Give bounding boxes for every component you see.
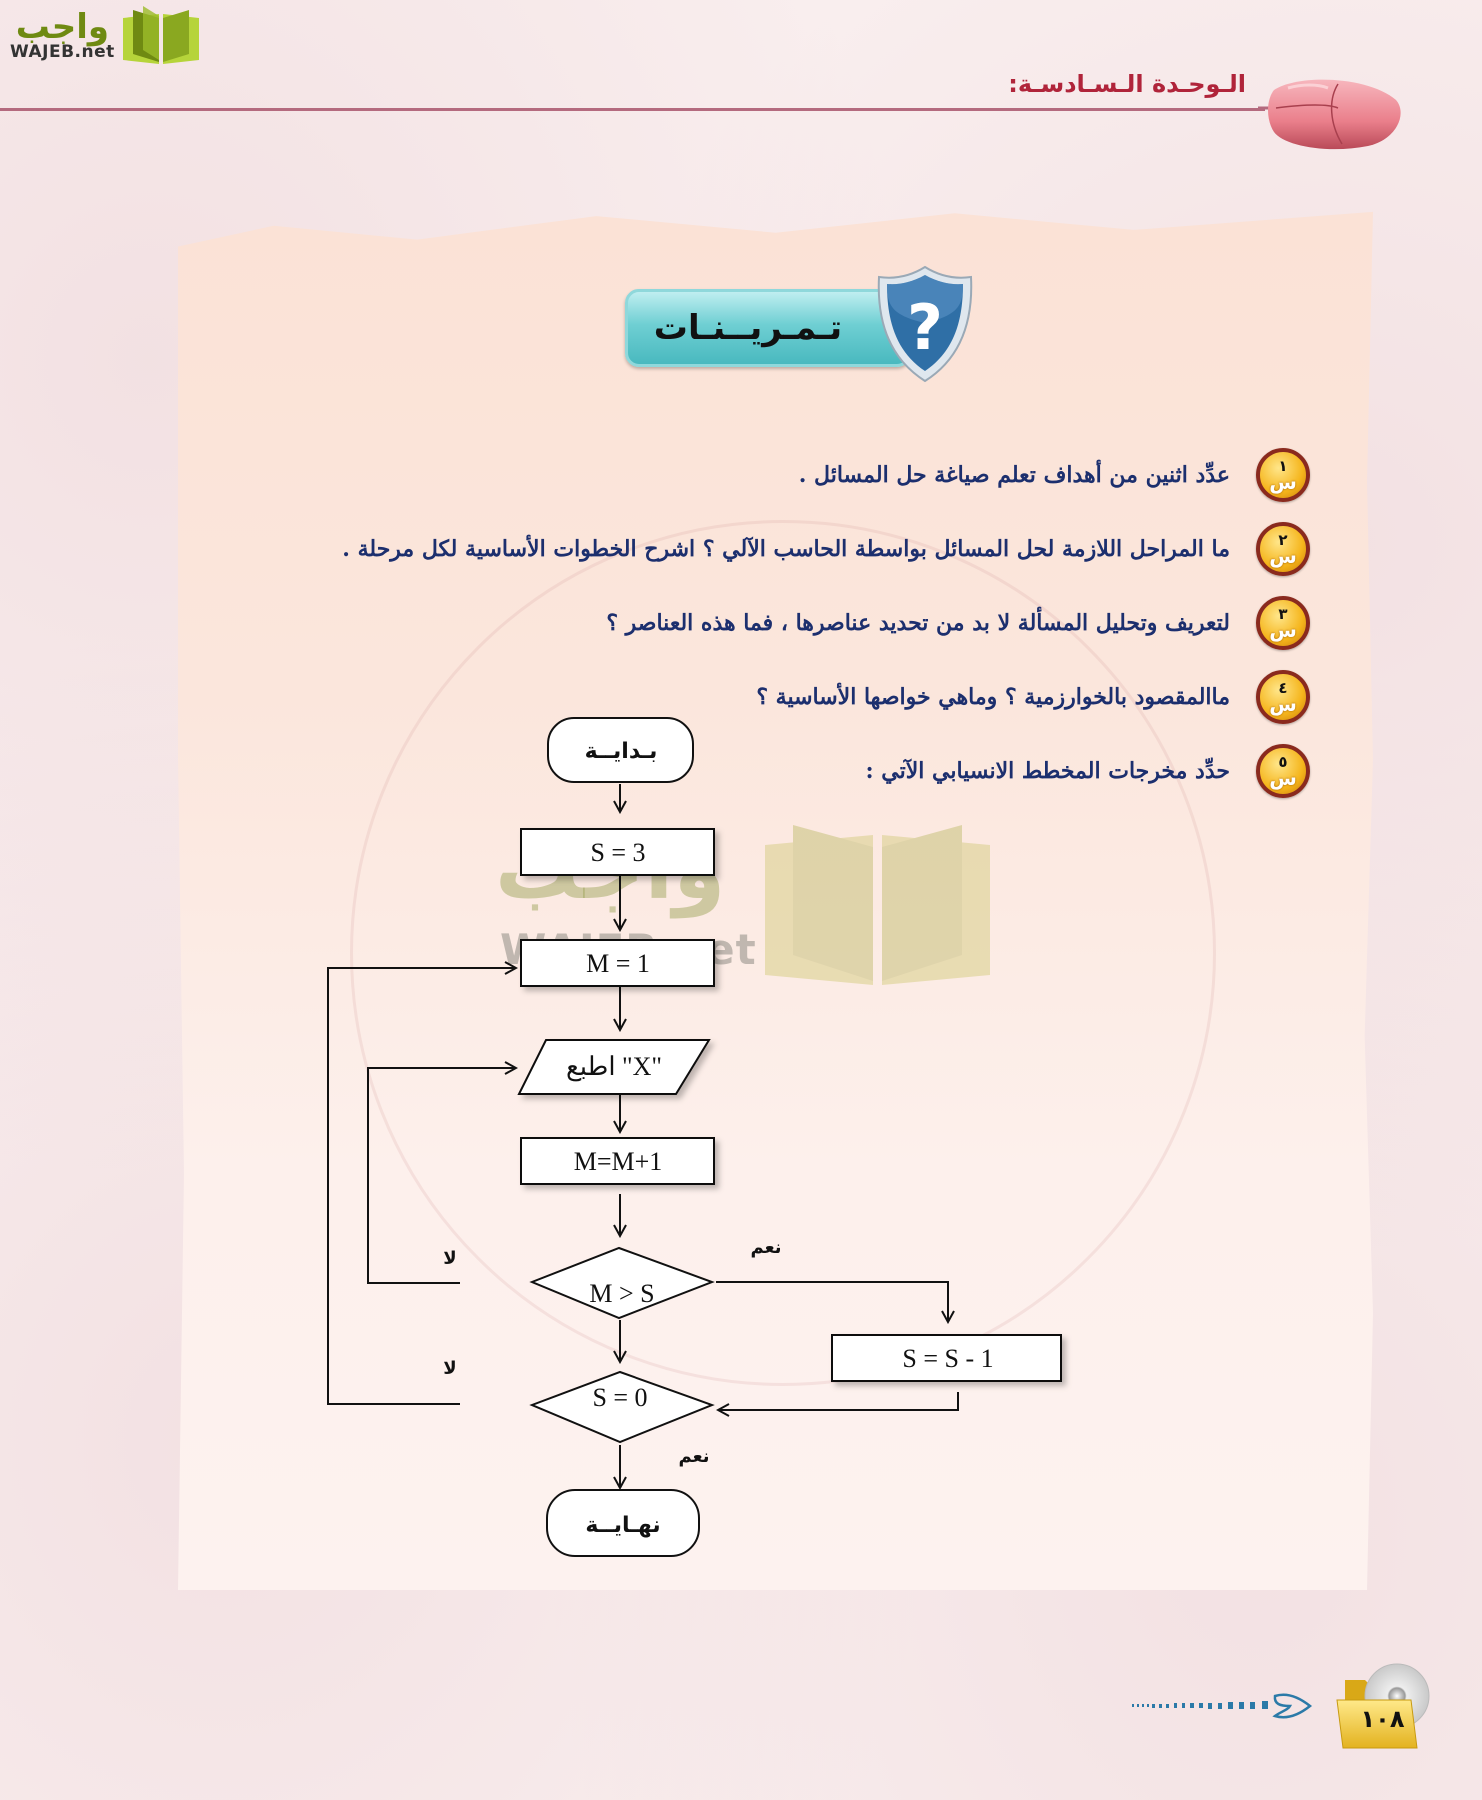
logo-latin-text: WAJEB.net (10, 41, 115, 62)
question-shield-icon: ? (877, 265, 973, 383)
question-text: حدِّد مخرجات المخطط الانسيابي الآتي : (865, 758, 1231, 784)
exercises-title-bar: تـمـريــنـات (625, 289, 911, 367)
end-label: نهـايــة (585, 1513, 660, 1538)
init-m-process (520, 939, 715, 987)
unit-title: الـوحـدة الـسـادسـة: (1008, 70, 1246, 98)
dotted-arrow-icon (1132, 1693, 1313, 1719)
question-number-badge-icon: ٣ س (1256, 596, 1310, 650)
page-number: ١٠٨ (1360, 1705, 1405, 1733)
question-number-badge-icon: ١ س (1256, 448, 1310, 502)
logo-arabic-text: واجب (15, 6, 110, 47)
question-item-2: ٢ س ما المراحل اللازمة لحل المسائل بواسط… (210, 512, 1310, 586)
decision1-yes-label: نعم (750, 1237, 781, 1258)
decision2-yes-label: نعم (678, 1446, 709, 1467)
decision1-label: M > S (589, 1279, 654, 1308)
folder-cd-icon (1336, 1663, 1430, 1749)
question-item-3: ٣ س لتعريف وتحليل المسألة لا بد من تحديد… (210, 586, 1310, 660)
init-m-label: M = 1 (586, 949, 650, 978)
question-text: ماالمقصود بالخوارزمية ؟ وماهي خواصها الأ… (756, 684, 1230, 710)
watermark-book-icon (765, 825, 990, 985)
decision2-label: S = 0 (592, 1383, 647, 1412)
exercises-badge: تـمـريــنـات ? (625, 265, 975, 383)
decision1-no-label: لا (443, 1248, 456, 1269)
decision2-no-label: لا (443, 1358, 456, 1379)
increment-label: M=M+1 (574, 1147, 663, 1176)
increment-process (520, 1137, 715, 1185)
decision-m-greater-s (529, 1246, 715, 1320)
background-watermark-circle (350, 520, 1216, 1386)
question-text: لتعريف وتحليل المسألة لا بد من تحديد عنا… (606, 610, 1230, 636)
question-text: ما المراحل اللازمة لحل المسائل بواسطة ال… (342, 536, 1230, 562)
question-item-1: ١ س عدِّد اثنين من أهداف تعلم صياغة حل ا… (210, 438, 1310, 512)
decrement-process (831, 1334, 1062, 1382)
header-divider (0, 108, 1265, 111)
wajeb-logo[interactable]: واجب WAJEB.net (10, 4, 201, 66)
print-label: اطبع "X" (566, 1052, 662, 1082)
init-s-process (520, 828, 715, 876)
start-label: بـدايــة (585, 739, 658, 764)
question-text: عدِّد اثنين من أهداف تعلم صياغة حل المسا… (798, 462, 1230, 488)
start-terminal (547, 717, 694, 783)
svg-text:?: ? (907, 291, 943, 364)
decrement-label: S = S - 1 (902, 1344, 993, 1373)
exercises-title: تـمـريــنـات (653, 308, 843, 348)
computer-mouse-icon (1258, 79, 1401, 150)
end-terminal (546, 1489, 700, 1557)
question-item-5: ٥ س حدِّد مخرجات المخطط الانسيابي الآتي … (210, 734, 1310, 808)
question-list: ١ س عدِّد اثنين من أهداف تعلم صياغة حل ا… (210, 438, 1310, 808)
question-number-badge-icon: ٤ س (1256, 670, 1310, 724)
question-item-4: ٤ س ماالمقصود بالخوارزمية ؟ وماهي خواصها… (210, 660, 1310, 734)
question-number-badge-icon: ٢ س (1256, 522, 1310, 576)
question-number-badge-icon: ٥ س (1256, 744, 1310, 798)
print-output-parallelogram (517, 1039, 711, 1095)
init-s-label: S = 3 (590, 838, 645, 867)
decision-s-equals-zero (529, 1370, 715, 1444)
open-book-icon (122, 6, 199, 64)
